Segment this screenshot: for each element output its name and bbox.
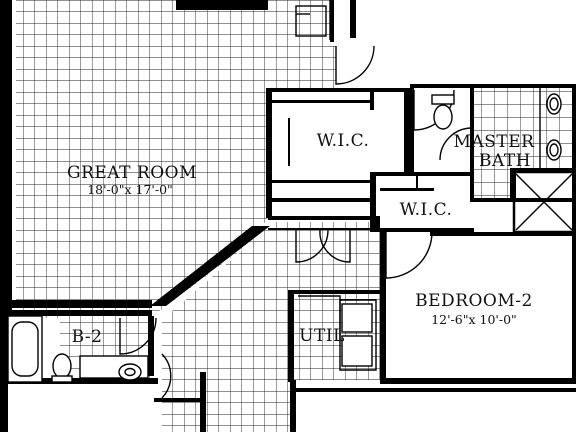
master-toilet-icon xyxy=(431,94,455,130)
wic-1-name: W.I.C. xyxy=(317,131,370,151)
master-sink-icon xyxy=(539,88,562,168)
bath2-sink-icon xyxy=(79,355,149,381)
bath-2-name: B-2 xyxy=(72,327,103,347)
great-room-size: 18'-0"x 17'-0" xyxy=(87,182,173,197)
bathtub-icon xyxy=(7,315,43,383)
utility-name: UTIL xyxy=(299,326,345,346)
fixtures xyxy=(7,5,573,383)
room-labels: GREAT ROOM 18'-0"x 17'-0" W.I.C. W.I.C. … xyxy=(67,131,535,347)
bedroom-2-name: BEDROOM-2 xyxy=(415,291,533,311)
utility-appliance-2 xyxy=(341,335,373,367)
wic-2-name: W.I.C. xyxy=(400,200,453,220)
master-bath-floor-lower xyxy=(474,172,514,202)
master-bath-name-line2: BATH xyxy=(479,151,531,171)
lower-corridor-floor xyxy=(206,380,290,432)
hall-floor xyxy=(162,222,380,432)
door-swings xyxy=(119,0,473,399)
great-room-floor xyxy=(16,0,336,318)
bedroom-2-size: 12'-6"x 10'-0" xyxy=(431,312,517,327)
utility-appliance xyxy=(341,303,373,333)
great-room-name: GREAT ROOM xyxy=(67,163,197,183)
door-panel xyxy=(295,5,327,37)
bath2-toilet-icon xyxy=(51,353,73,383)
master-bath-name-line1: MASTER xyxy=(454,132,536,152)
shower-icon xyxy=(515,173,573,231)
